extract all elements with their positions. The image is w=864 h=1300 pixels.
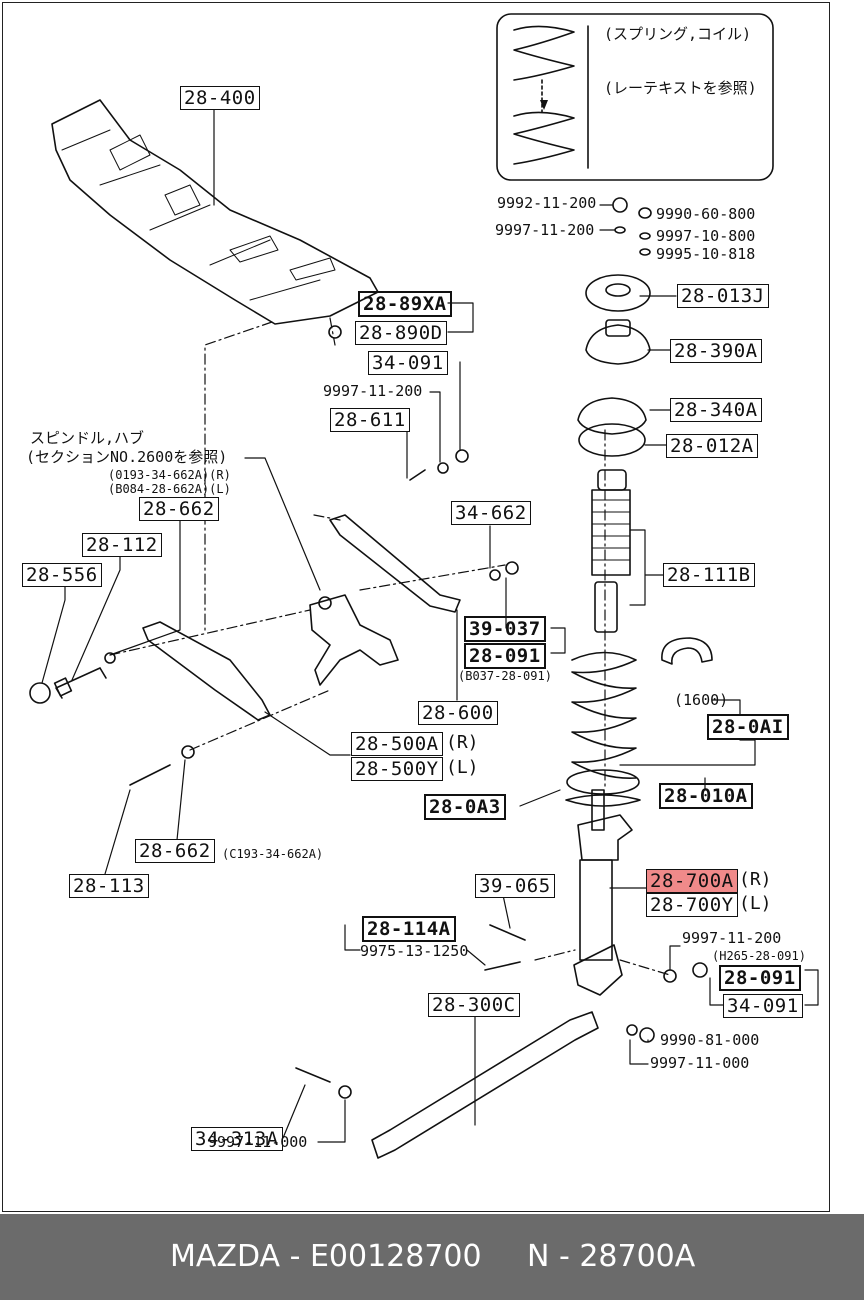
label-9992-11-200[interactable]: 9992-11-200	[497, 194, 597, 212]
label-9995-10-818[interactable]: 9995-10-818	[656, 245, 756, 263]
label-28-400[interactable]: 28-400	[180, 86, 260, 110]
spindle-note-2: (セクションNO.2600を参照)	[26, 448, 228, 466]
suffix-l-500: (L)	[446, 757, 479, 778]
trailing-link-shape	[329, 514, 461, 613]
label-9997-10-800[interactable]: 9997-10-800	[656, 227, 756, 245]
bolt-shapes	[29, 469, 526, 1083]
label-9975-13-1250[interactable]: 9975-13-1250	[360, 942, 469, 960]
label-9997-11-200-top[interactable]: 9997-11-200	[495, 221, 595, 239]
spring-inset-frame	[496, 13, 774, 181]
label-b037-note: (B037-28-091)	[458, 669, 552, 683]
strut-components	[577, 197, 652, 633]
label-28-662-top[interactable]: 28-662	[139, 497, 219, 521]
label-34-091-low[interactable]: 34-091	[723, 994, 803, 1018]
label-28-112[interactable]: 28-112	[82, 533, 162, 557]
label-28-091-low[interactable]: 28-091	[719, 965, 801, 991]
washer-shapes	[104, 325, 708, 1099]
suffix-r-500: (R)	[446, 732, 479, 753]
label-c193-note: (C193-34-662A)	[222, 847, 324, 861]
footer-brand: MAZDA - E00128700	[170, 1239, 482, 1274]
label-39-037[interactable]: 39-037	[464, 616, 546, 642]
label-1600: (1600)	[674, 691, 729, 709]
spindle-note-3: (0193-34-662A)(R)	[108, 468, 231, 482]
inset-spring-icon	[513, 25, 589, 169]
suffix-l-700: (L)	[739, 893, 772, 914]
label-34-313A[interactable]: 34-313A	[191, 1127, 283, 1151]
label-28-662-bottom[interactable]: 28-662	[135, 839, 215, 863]
label-34-091-top[interactable]: 34-091	[368, 351, 448, 375]
coil-spring-shape	[565, 651, 641, 807]
label-9997-11-200-low[interactable]: 9997-11-200	[682, 929, 782, 947]
label-28-113[interactable]: 28-113	[69, 874, 149, 898]
spring-seat-ring	[661, 637, 713, 665]
label-28-890D[interactable]: 28-890D	[355, 321, 447, 345]
label-28-700A[interactable]: 28-700A	[646, 869, 738, 893]
suffix-r-700: (R)	[739, 869, 772, 890]
label-28-700Y[interactable]: 28-700Y	[646, 893, 738, 917]
label-28-114A[interactable]: 28-114A	[362, 916, 456, 942]
label-28-556[interactable]: 28-556	[22, 563, 102, 587]
label-28-390A[interactable]: 28-390A	[670, 339, 762, 363]
label-28-010A[interactable]: 28-010A	[659, 783, 753, 809]
label-28-500A[interactable]: 28-500A	[351, 732, 443, 756]
label-28-89XA[interactable]: 28-89XA	[358, 291, 452, 317]
spindle-shape	[309, 594, 399, 686]
label-39-065[interactable]: 39-065	[475, 874, 555, 898]
label-34-662[interactable]: 34-662	[451, 501, 531, 525]
spindle-note-4: (B084-28-662A)(L)	[108, 482, 231, 496]
label-9997-11-200-mid[interactable]: 9997-11-200	[323, 382, 423, 400]
shock-absorber-shape	[573, 789, 633, 996]
label-h265-note: (H265-28-091)	[712, 949, 806, 963]
label-9997-11-000-right[interactable]: 9997-11-000	[650, 1054, 750, 1072]
label-28-0AI[interactable]: 28-0AI	[707, 714, 789, 740]
footer-bar: MAZDA - E00128700 N - 28700A	[0, 1214, 864, 1300]
label-28-611[interactable]: 28-611	[330, 408, 410, 432]
label-28-300C[interactable]: 28-300C	[428, 993, 520, 1017]
crossmember-shape	[51, 99, 379, 325]
lower-arm-shape	[371, 1011, 599, 1159]
label-28-600[interactable]: 28-600	[418, 701, 498, 725]
label-9997-11-000-left[interactable]: 9997-11-000	[208, 1133, 308, 1151]
label-28-340A[interactable]: 28-340A	[670, 398, 762, 422]
footer-part-number: N - 28700A	[527, 1239, 696, 1274]
diagram-drawing	[29, 13, 819, 1159]
label-28-500Y[interactable]: 28-500Y	[351, 757, 443, 781]
label-28-0A3[interactable]: 28-0A3	[424, 794, 506, 820]
label-28-091-mid[interactable]: 28-091	[464, 643, 546, 669]
label-28-013J[interactable]: 28-013J	[677, 284, 769, 308]
label-28-111B[interactable]: 28-111B	[663, 563, 755, 587]
spindle-note-1: スピンドル,ハブ	[30, 429, 145, 447]
spring-note-2: (レーテキストを参照)	[604, 79, 757, 97]
label-9990-81-000[interactable]: 9990-81-000	[660, 1031, 760, 1049]
label-9990-60-800[interactable]: 9990-60-800	[656, 205, 756, 223]
parts-diagram: (スプリング,コイル) (レーテキストを参照) 28-400 9992-11-2…	[2, 2, 830, 1212]
spring-note-1: (スプリング,コイル)	[604, 25, 752, 43]
diagram-frame	[2, 2, 830, 1212]
label-28-012A[interactable]: 28-012A	[666, 434, 758, 458]
